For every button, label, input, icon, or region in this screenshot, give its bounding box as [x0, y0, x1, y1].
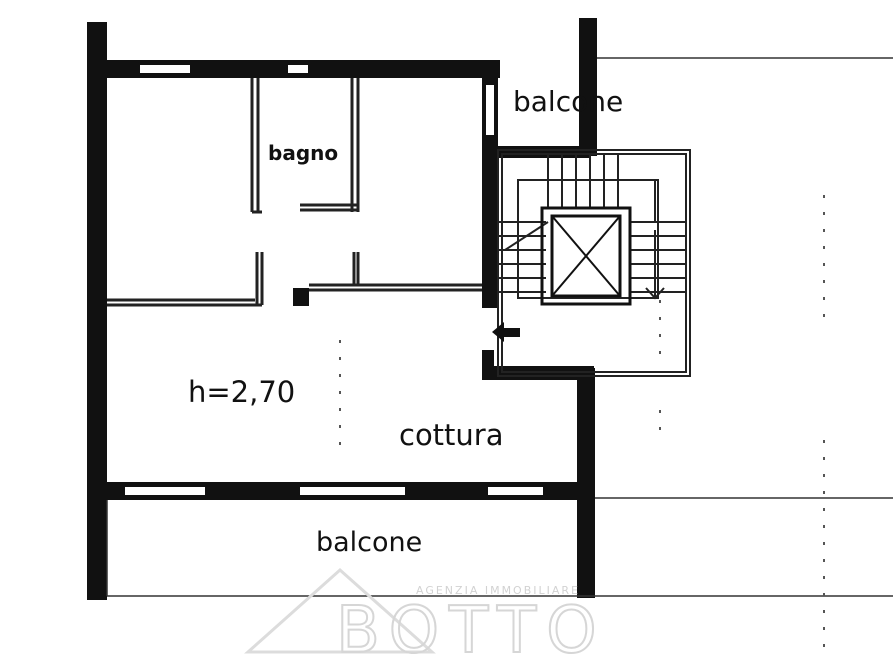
window: [300, 487, 405, 495]
window: [486, 85, 494, 135]
elevator-shaft: [540, 206, 632, 306]
neighbour-outline: [106, 57, 893, 597]
pillar: [293, 288, 309, 306]
window: [488, 487, 543, 495]
windows-top: [140, 65, 494, 135]
stairwell: [497, 149, 691, 377]
dashed-marks: [339, 195, 825, 660]
wall-right-top: [579, 18, 597, 156]
bathroom-partitions: [107, 78, 482, 307]
label-bagno: bagno: [268, 141, 338, 165]
watermark-tagline: AGENZIA IMMOBILIARE: [416, 584, 580, 597]
watermark: AGENZIA IMMOBILIARE BOTTO: [244, 567, 607, 669]
entrance-arrow-icon: [492, 322, 520, 342]
wall-left: [87, 22, 107, 600]
watermark-logo-icon: [244, 567, 436, 654]
window: [125, 487, 205, 495]
window: [288, 65, 308, 73]
label-balcone-top: balcone: [513, 85, 623, 118]
windows-bottom: [125, 487, 543, 495]
window: [140, 65, 190, 73]
label-cottura: cottura: [399, 418, 504, 452]
watermark-brand: BOTTO: [336, 594, 607, 668]
label-balcone-bottom: balcone: [316, 527, 422, 558]
label-height: h=2,70: [188, 375, 295, 409]
